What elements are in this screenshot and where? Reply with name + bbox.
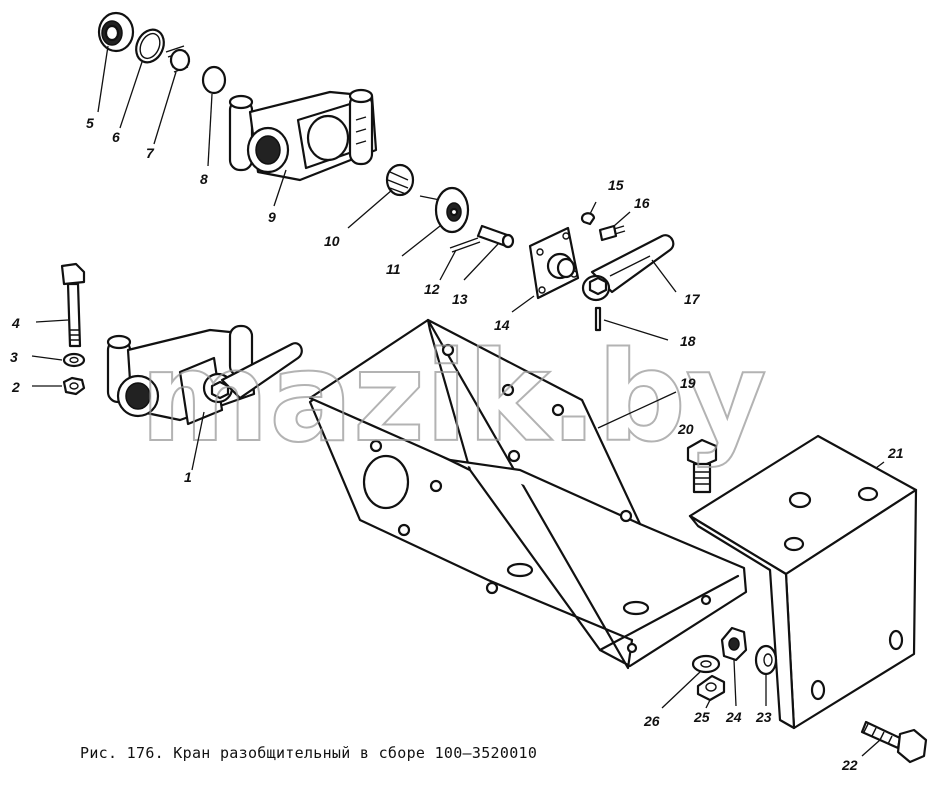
callout-24: 24 [725,709,742,725]
callout-4: 4 [11,315,20,331]
callout-11: 11 [386,261,401,277]
part-7-spring [165,45,191,73]
part-15-spring-washer [580,212,596,226]
part-12-pin [449,237,481,253]
callout-16: 16 [634,195,650,211]
callout-9: 9 [268,209,276,225]
part-11-valve-stem [419,186,470,234]
part-10-spring [385,163,415,197]
part-24-nut [720,626,748,662]
part-9-valve-body [228,88,378,182]
part-4-long-bolt [60,262,86,348]
part-23-lock-washer [754,644,778,676]
callout-23: 23 [755,709,772,725]
part-8-valve-disc [201,65,227,95]
part-22-bolt [860,720,928,764]
part-21-angle-block [688,434,918,730]
callout-6: 6 [112,129,120,145]
callout-15: 15 [608,177,624,193]
callout-22: 22 [841,757,858,773]
leader-lines [31,45,885,757]
callout-3: 3 [10,349,18,365]
figure-caption: Рис. 176. Кран разобщительный в сборе 10… [80,744,538,762]
part-2-nut [62,376,86,396]
part-14-cover-flange [528,226,580,300]
part-16-screw [598,224,626,242]
callout-7: 7 [146,145,155,161]
part-19-bracket [308,318,748,670]
callout-20: 20 [677,421,694,437]
part-17-handle [581,234,675,302]
callout-17: 17 [684,291,701,307]
callout-12: 12 [424,281,440,297]
part-26-washer [691,654,721,674]
part-18-cotter-pin [594,306,602,332]
part-13-axle [476,224,515,249]
callout-1: 1 [184,469,192,485]
callout-21: 21 [887,445,904,461]
callout-8: 8 [200,171,208,187]
callout-5: 5 [86,115,94,131]
part-6-sealing-ring [135,28,165,64]
callout-numbers: 5 6 7 8 9 10 11 12 13 14 15 16 17 18 19 … [10,115,904,773]
part-20-bolt [686,438,718,494]
part-1-valve-assembly [106,324,303,426]
callout-26: 26 [643,713,660,729]
watermark-text: mazik.by [140,326,767,470]
callout-2: 2 [11,379,20,395]
part-3-washer [62,352,86,368]
part-25-nut [696,674,726,702]
callout-19: 19 [680,375,696,391]
callout-25: 25 [693,709,710,725]
callout-18: 18 [680,333,696,349]
callout-14: 14 [494,317,510,333]
callout-10: 10 [324,233,340,249]
part-5-cap-nut [97,11,135,53]
callout-13: 13 [452,291,468,307]
